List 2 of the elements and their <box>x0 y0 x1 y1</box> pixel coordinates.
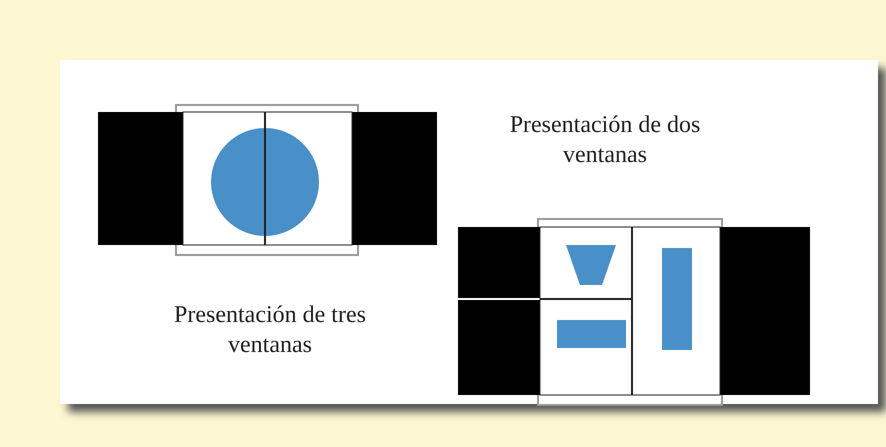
caption-text: Presentación de tres ventanas <box>173 301 367 360</box>
caption-text: Presentación de dos ventanas <box>508 111 702 170</box>
